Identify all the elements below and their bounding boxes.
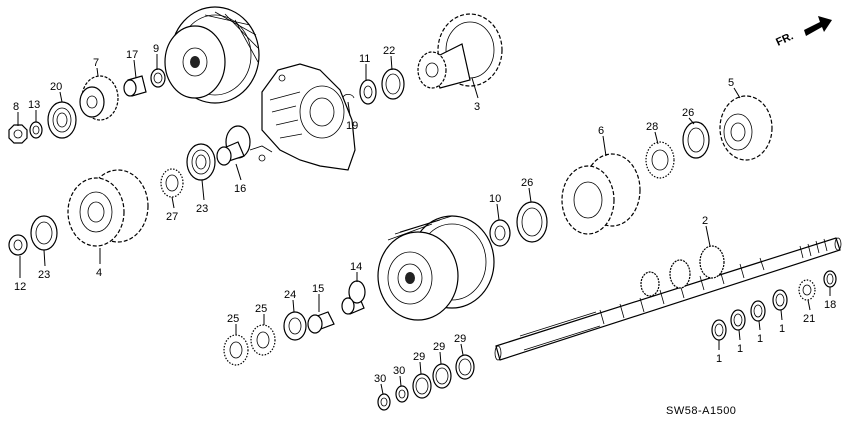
part-16-flanged-sleeve: [216, 125, 251, 166]
part-15-sleeve: [307, 311, 335, 334]
part-1-shim-4: [772, 289, 788, 311]
callout-23-upper: 23: [196, 203, 208, 215]
callout-8: 8: [13, 101, 19, 113]
callout-26-upper: 26: [682, 107, 694, 119]
part-29-washer-3: [455, 354, 475, 380]
part-9-washer: [150, 68, 166, 88]
clutch-drum-lower: [377, 215, 495, 321]
part-29-washer-1: [412, 373, 432, 399]
part-30-washer-right: [395, 385, 409, 403]
part-11-washer: [359, 79, 377, 105]
callout-13: 13: [28, 99, 40, 111]
part-4-double-gear: [67, 169, 149, 247]
callout-25-left: 25: [227, 313, 239, 325]
part-10-washer: [489, 219, 511, 247]
part-21-needle-bearing: [798, 279, 816, 301]
callout-1-d: 1: [779, 323, 785, 335]
callout-29-c: 29: [454, 333, 466, 345]
callout-4: 4: [96, 267, 102, 279]
callout-1-b: 1: [737, 343, 743, 355]
callout-1-c: 1: [757, 333, 763, 345]
callout-19: 19: [346, 120, 358, 132]
callout-30-right: 30: [393, 365, 405, 377]
part-25-needle-bearing-right: [250, 324, 276, 356]
front-direction-label: FR.: [774, 30, 795, 48]
part-5-gear: [719, 95, 773, 161]
part-29-washer-2: [432, 363, 452, 389]
part-3-gear-cluster: [417, 13, 503, 89]
callout-16: 16: [234, 183, 246, 195]
part-23-bearing-upper: [186, 143, 216, 181]
callout-11: 11: [359, 53, 370, 65]
callout-20: 20: [50, 81, 62, 93]
leader-lines: [17, 54, 831, 395]
transmission-housing: [249, 63, 356, 171]
callout-28: 28: [646, 121, 658, 133]
callout-21: 21: [803, 313, 815, 325]
part-6-double-gear: [561, 153, 641, 235]
callout-12: 12: [14, 281, 26, 293]
callout-17: 17: [126, 49, 138, 61]
callout-25-right: 25: [255, 303, 267, 315]
callout-3: 3: [474, 101, 480, 113]
part-code-label: SW58-A1500: [666, 405, 736, 417]
part-14-sleeve: [341, 280, 366, 315]
part-17-sleeve: [123, 75, 147, 97]
part-13-washer: [29, 121, 43, 139]
part-25-needle-bearing-left: [223, 334, 249, 366]
callout-15: 15: [312, 283, 324, 295]
part-18-snap-ring: [823, 270, 837, 288]
part-12-washer: [8, 234, 28, 256]
part-8-nut: [8, 124, 28, 144]
arrow-icon: [804, 16, 832, 36]
part-24-bearing: [283, 311, 307, 341]
part-26-bearing-upper: [682, 121, 710, 159]
part-23-bearing-lower: [30, 215, 58, 251]
part-19-clip: [342, 94, 355, 101]
part-22-bearing: [381, 68, 405, 100]
part-28-needle-bearing: [645, 141, 675, 179]
front-direction-indicator: FR.: [774, 16, 832, 49]
part-2-mainshaft: [494, 237, 842, 361]
part-1-shim-3: [750, 300, 766, 322]
callout-29-a: 29: [413, 351, 425, 363]
clutch-drum-upper: [164, 6, 260, 104]
part-1-shim-2: [730, 309, 746, 331]
callout-5: 5: [728, 77, 734, 89]
callout-26-middle: 26: [521, 177, 533, 189]
callout-27: 27: [166, 211, 178, 223]
callout-30-left: 30: [374, 373, 386, 385]
part-20-bearing: [47, 101, 77, 139]
part-1-shim-1: [711, 319, 727, 341]
callout-10: 10: [489, 193, 501, 205]
callout-1-a: 1: [716, 353, 722, 365]
callout-14: 14: [350, 261, 362, 273]
part-27-needle-bearing: [160, 168, 184, 198]
callout-2: 2: [702, 215, 708, 227]
callout-7: 7: [93, 57, 99, 69]
part-7-gear: [79, 75, 119, 121]
callout-6: 6: [598, 125, 604, 137]
callout-labels: 8 13 20 7 17 9 11 22 19 3 5 16 23 27 26 …: [13, 43, 836, 385]
callout-24: 24: [284, 289, 296, 301]
callout-29-b: 29: [433, 341, 445, 353]
part-30-washer-left: [377, 393, 391, 411]
callout-22: 22: [383, 45, 395, 57]
callout-9: 9: [153, 43, 159, 55]
callout-23-lower: 23: [38, 269, 50, 281]
part-26-bearing-middle: [516, 201, 548, 243]
callout-18: 18: [824, 299, 836, 311]
